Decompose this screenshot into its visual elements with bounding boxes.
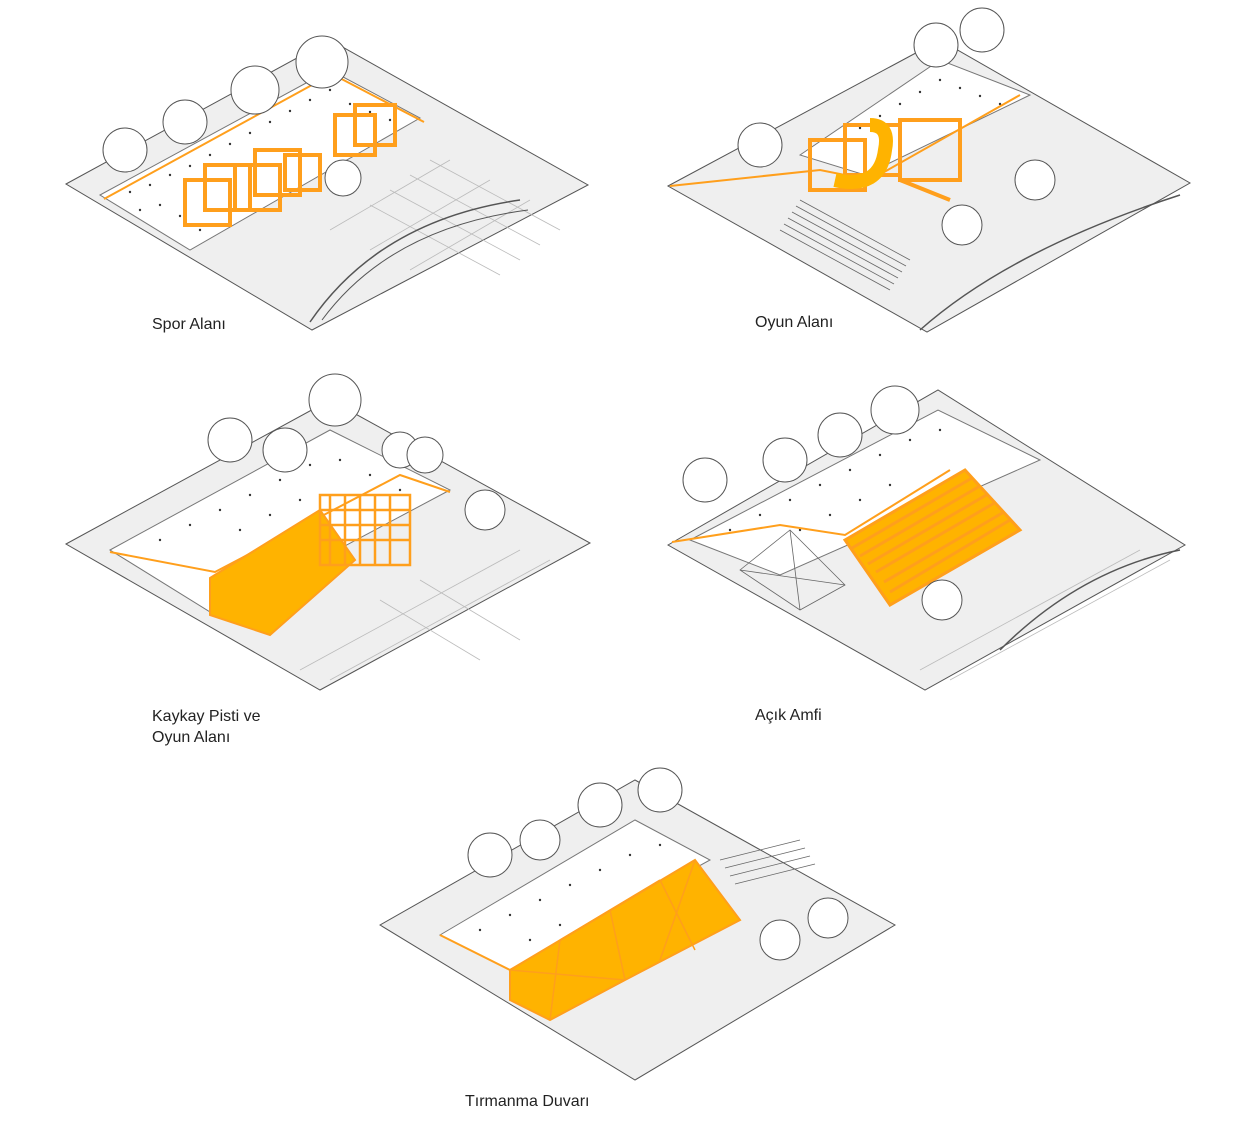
planting-dots-pattern: [838, 78, 1002, 142]
caption-acik-amfi: Açık Amfi: [755, 707, 822, 724]
climbing-net-frame: [318, 493, 412, 567]
playground-frames: [808, 118, 962, 202]
folded-wall-pattern: [739, 529, 846, 611]
acik-amfi-axonometric-drawing: [666, 385, 1186, 691]
planting-dots-pattern: [128, 88, 392, 232]
paving-grid: [299, 549, 551, 681]
curved-ramp-inner: [321, 209, 529, 321]
caption-kaykay-line1: Kaykay Pisti ve: [152, 708, 261, 725]
sport-equipment-frames: [183, 103, 397, 227]
curved-ramp: [999, 549, 1181, 651]
oyun-alani-axonometric-drawing: [666, 7, 1192, 333]
trees: [207, 373, 506, 531]
curved-ramp: [919, 194, 1181, 331]
panel-oyun-alani: Oyun Alanı: [620, 0, 1239, 350]
climbing-wall-facets: [509, 859, 696, 1021]
panel-spor-alani: Spor Alanı: [0, 0, 620, 350]
spor-alani-axonometric-drawing: [64, 35, 590, 331]
stairs: [719, 839, 816, 885]
paving-grid: [919, 549, 1171, 681]
planting-dots-pattern: [478, 843, 662, 942]
paving-grid: [329, 159, 561, 276]
trees: [737, 7, 1056, 246]
caption-spor-alani: Spor Alanı: [152, 316, 226, 333]
planting-dots-pattern: [728, 428, 942, 532]
planted-strip: [688, 409, 1042, 576]
planting-dots-pattern: [158, 458, 402, 542]
orange-edge-line: [671, 469, 951, 543]
trees: [467, 767, 849, 961]
panel-kaykay-pisti: Kaykay Pisti ve Oyun Alanı: [0, 360, 620, 760]
tirmanma-duvari-axonometric-drawing: [379, 767, 897, 1081]
tube-slide: [833, 118, 893, 189]
caption-oyun-alani: Oyun Alanı: [755, 314, 834, 331]
site-ground-plane: [666, 39, 1192, 333]
trees: [102, 35, 362, 197]
curved-ramp: [309, 199, 521, 323]
stairs: [779, 199, 911, 291]
caption-kaykay-line2: Oyun Alanı: [152, 729, 231, 746]
panel-tirmanma-duvari: Tırmanma Duvarı: [360, 760, 920, 1131]
caption-tirmanma-duvari: Tırmanma Duvarı: [465, 1093, 590, 1110]
amphitheater-steps: [842, 468, 1023, 607]
kaykay-pisti-axonometric-drawing: [64, 373, 592, 691]
trees: [682, 385, 963, 621]
panel-acik-amfi: Açık Amfi: [620, 360, 1239, 760]
